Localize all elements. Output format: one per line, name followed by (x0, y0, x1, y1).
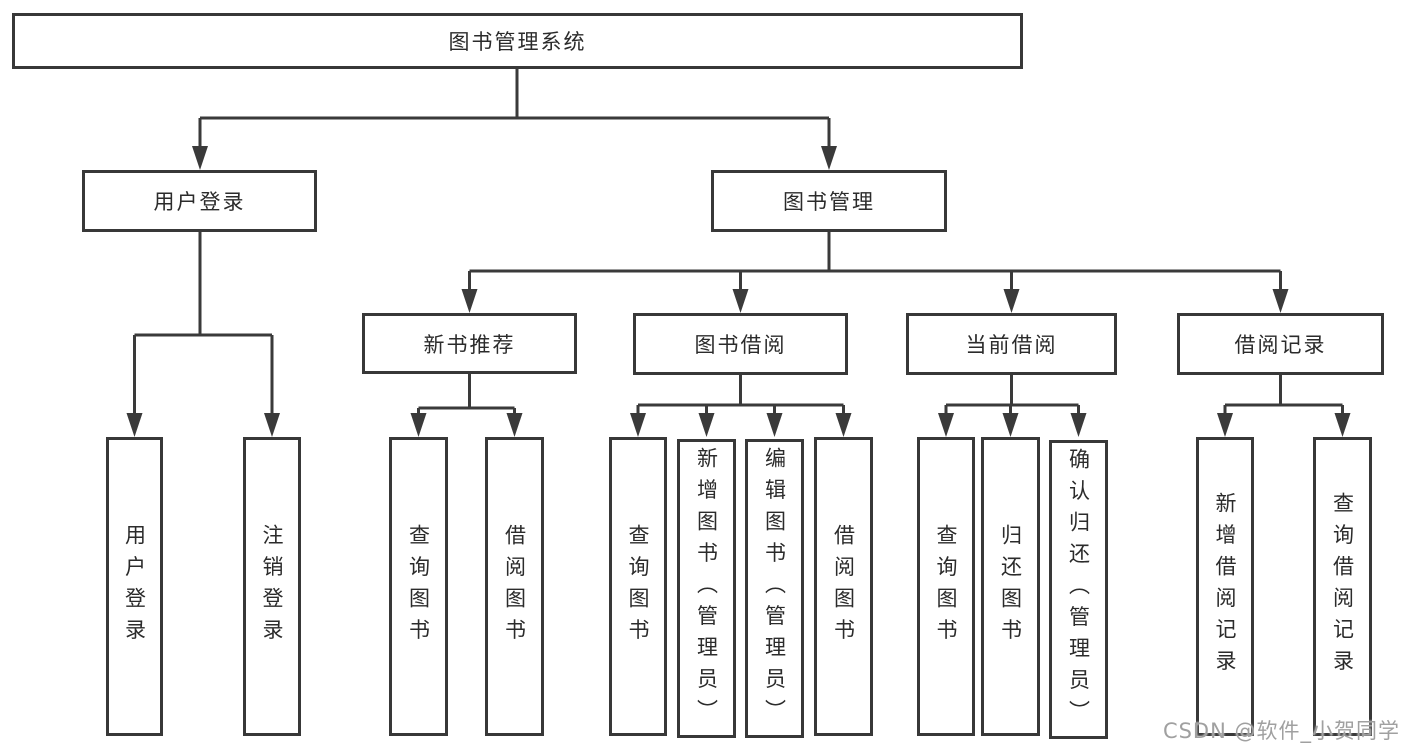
leaf-recommend-borrow-book: 借阅图书 (485, 437, 544, 736)
node-label: 查询图书 (626, 523, 651, 650)
node-label: 借阅图书 (831, 523, 856, 650)
node-label: 归还图书 (998, 523, 1023, 650)
node-label: 用户登录 (153, 190, 246, 214)
node-label: 注销登录 (260, 523, 285, 650)
node-label: 查询图书 (406, 523, 431, 650)
leaf-borrow-query-book: 查询图书 (609, 437, 667, 736)
arrowhead-icon (766, 413, 783, 437)
node-label: 借阅记录 (1234, 333, 1327, 357)
arrowhead-icon (264, 413, 280, 437)
arrowhead-icon (821, 146, 837, 170)
node-label: 借阅图书 (502, 523, 527, 650)
node-label: 图书管理系统 (448, 30, 587, 54)
node-label: 查询图书 (934, 523, 959, 650)
arrowhead-icon (506, 413, 523, 437)
node-label: 新增图书（管理员） (694, 446, 719, 731)
arrowhead-icon (698, 413, 715, 437)
node-book-borrowing: 图书借阅 (633, 313, 848, 375)
arrowhead-icon (1070, 413, 1087, 437)
arrowhead-icon (1003, 289, 1020, 313)
leaf-logout: 注销登录 (243, 437, 301, 736)
node-current-borrowing: 当前借阅 (906, 313, 1117, 375)
leaf-current-return-book: 归还图书 (981, 437, 1040, 736)
node-label: 新增借阅记录 (1213, 492, 1238, 681)
csdn-watermark: CSDN @软件_小贺同学 (1162, 719, 1400, 743)
node-label: 新书推荐 (423, 332, 516, 357)
leaf-recommend-query-book: 查询图书 (389, 437, 448, 736)
node-root: 图书管理系统 (12, 13, 1023, 69)
arrowhead-icon (410, 413, 427, 437)
node-label: 用户登录 (122, 523, 147, 650)
node-label: 图书借阅 (694, 333, 787, 357)
arrowhead-icon (938, 413, 954, 437)
arrowhead-icon (461, 289, 478, 313)
arrowhead-icon (630, 413, 646, 437)
leaf-current-query-book: 查询图书 (917, 437, 975, 736)
node-new-book-recommendation: 新书推荐 (362, 313, 577, 374)
node-label: 当前借阅 (965, 333, 1058, 357)
arrowhead-icon (126, 413, 143, 437)
leaf-borrow-borrow-book: 借阅图书 (814, 437, 873, 736)
leaf-records-add-record: 新增借阅记录 (1196, 437, 1254, 736)
arrowhead-icon (1002, 413, 1019, 437)
leaf-records-query-record: 查询借阅记录 (1313, 437, 1372, 736)
arrowhead-icon (732, 289, 749, 313)
leaf-borrow-add-book-admin: 新增图书（管理员） (677, 439, 736, 738)
node-label: 查询借阅记录 (1330, 492, 1355, 681)
arrowhead-icon (1334, 413, 1351, 437)
arrowhead-icon (192, 146, 208, 170)
arrowhead-icon (1272, 289, 1289, 313)
leaf-user-login: 用户登录 (106, 437, 163, 736)
leaf-current-confirm-return-admin: 确认归还（管理员） (1049, 440, 1108, 739)
node-label: 图书管理 (783, 190, 875, 214)
node-book-management: 图书管理 (711, 170, 947, 232)
arrowhead-icon (835, 413, 852, 437)
node-label: 编辑图书（管理员） (762, 446, 787, 731)
node-borrowing-records: 借阅记录 (1177, 313, 1384, 375)
arrowhead-icon (1217, 413, 1233, 437)
leaf-borrow-edit-book-admin: 编辑图书（管理员） (745, 439, 804, 738)
connector-path (133, 69, 1344, 417)
node-user-login: 用户登录 (82, 170, 317, 232)
node-label: 确认归还（管理员） (1066, 447, 1091, 732)
